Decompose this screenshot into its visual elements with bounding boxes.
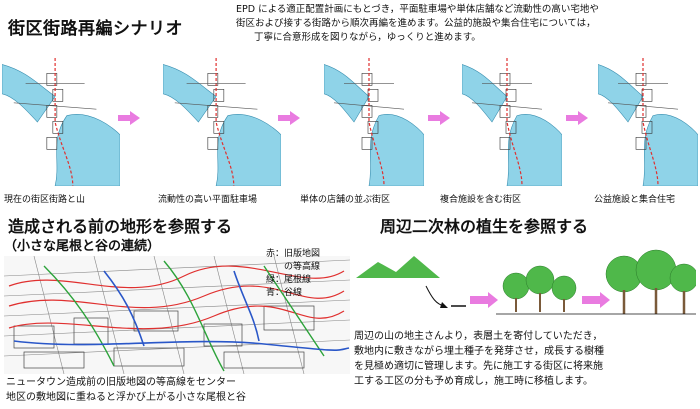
- stage-map-sketch: [2, 58, 120, 186]
- arrow-right-icon: [118, 111, 140, 125]
- section-subheading-terrain: （小さな尾根と谷の連続）: [4, 239, 161, 254]
- page-title: 街区街路再編シナリオ: [8, 19, 183, 39]
- intro-text: EPD による適正配置計画にもとづき，平面駐車場や単体店舗など流動性の高い宅地や…: [236, 3, 696, 45]
- stage-panel-5: [598, 58, 698, 186]
- caption-line: 地区の敷地図に重ねると浮かび上がる小さな尾根と谷: [6, 392, 246, 403]
- stage-map-sketch: [163, 58, 281, 186]
- legend-red: 赤：旧版地図: [266, 249, 321, 259]
- stage-map-sketch: [462, 58, 562, 186]
- stage-caption: 公益施設と集合住宅: [594, 195, 676, 205]
- description-line: を見極め適切に管理します。先に施工する街区に将来施: [354, 361, 603, 372]
- description-line: 工する工区の分も予め育成し，施工時に移植します。: [354, 376, 593, 387]
- intro-line: 丁寧に合意形成を図りながら，ゆっくりと進めます。: [254, 32, 481, 43]
- stage-caption: 現在の街区街路と山: [4, 195, 86, 205]
- stage-caption: 複合施設を含む街区: [440, 195, 522, 205]
- vegetation-description: 周辺の山の地主さんより，表層土を寄付していただき， 敷地内に敷きながら埋土種子を…: [354, 329, 604, 389]
- legend-blue: 青：谷線: [266, 288, 303, 298]
- terrain-caption: ニュータウン造成前の旧版地図の等高線をセンター 地区の敷地図に重ねると浮かび上が…: [6, 375, 246, 405]
- mountain-icon: [356, 256, 440, 278]
- stage-panel-1: [2, 58, 120, 186]
- section-heading-terrain: 造成される前の地形を参照する: [8, 217, 233, 236]
- terrain-map: [4, 256, 350, 374]
- description-line: 敷地内に敷きながら埋土種子を発芽させ，成長する樹種: [354, 346, 604, 357]
- arrow-right-icon: [278, 111, 300, 125]
- description-line: 周辺の山の地主さんより，表層土を寄付していただき，: [354, 331, 603, 342]
- stage-panel-3: [324, 58, 424, 186]
- intro-line: EPD による適正配置計画にもとづき，平面駐車場や単体店舗など流動性の高い宅地や: [236, 4, 599, 15]
- caption-line: ニュータウン造成前の旧版地図の等高線をセンター: [6, 377, 236, 388]
- terrain-legend: 赤：旧版地図 の等高線 緑：尾根線 青：谷線: [266, 248, 320, 300]
- stage-panel-4: [462, 58, 562, 186]
- stage-map-sketch: [598, 58, 698, 186]
- stage-panel-2: [163, 58, 281, 186]
- vegetation-illustration: [356, 249, 696, 315]
- arrow-right-icon: [428, 111, 450, 125]
- stage-map-sketch: [324, 58, 424, 186]
- stage-caption: 単体の店舗の並ぶ街区: [300, 195, 391, 205]
- intro-line: 街区および接する街路から順次再編を進めます。公益的施設や集合住宅については，: [236, 18, 596, 29]
- legend-green: 緑：尾根線: [266, 275, 312, 285]
- section-heading-vegetation: 周辺二次林の植生を参照する: [380, 217, 589, 236]
- stage-caption: 流動性の高い平面駐車場: [158, 195, 258, 205]
- legend-red-cont: の等高線: [284, 262, 321, 272]
- arrow-right-icon: [566, 111, 588, 125]
